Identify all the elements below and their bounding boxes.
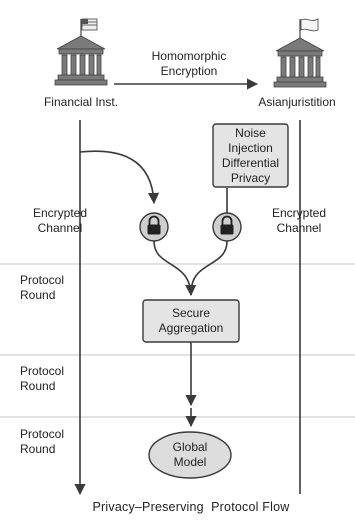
round-1-line-1: Protocol <box>20 273 65 287</box>
noise-box-shape <box>212 123 289 188</box>
noise-line-2: Differential <box>221 155 280 170</box>
noise-line-1: Noise Injection <box>228 125 273 155</box>
round-3-line-2: Round <box>20 442 56 456</box>
homomorphic-line-2: Encryption <box>160 64 218 78</box>
homomorphic-line-1: Homomorphic <box>151 49 227 63</box>
global-model-line-2: Model <box>173 455 207 469</box>
right-channel-line-2: Channel <box>276 221 322 235</box>
left-channel-line-1: Encrypted <box>32 206 88 220</box>
round-2-line-1: Protocol <box>20 364 65 378</box>
round-3-line-1: Protocol <box>20 427 65 441</box>
round-2-line-2: Round <box>20 379 56 393</box>
global-model-shape <box>148 431 232 479</box>
left-party-label: Financial Inst. <box>43 95 119 109</box>
merge-curve-right <box>190 240 228 293</box>
protocol-round-label: Protocol Round <box>2 427 88 457</box>
right-channel-line-1: Encrypted <box>271 206 327 220</box>
left-channel-arrow <box>79 150 160 205</box>
global-model-line-1: Global <box>172 440 208 454</box>
bank-icon <box>54 18 108 86</box>
lock-icon <box>139 212 169 242</box>
lock-icon <box>212 212 242 242</box>
left-channel-line-2: Channel <box>37 221 83 235</box>
diagram-caption: Privacy–Preserving Protocol Flow <box>92 500 290 514</box>
protocol-round-label: Protocol Round <box>2 364 88 394</box>
merge-curve-left <box>153 240 197 297</box>
right-channel-label: Encrypted Channel <box>256 206 342 236</box>
aggregation-line-2: Aggregation <box>158 321 224 335</box>
protocol-round-label: Protocol Round <box>2 273 88 303</box>
aggregation-line-1: Secure <box>171 306 211 320</box>
right-party-label: Asianjuristition <box>258 95 336 109</box>
noise-line-3: Privacy <box>230 170 271 185</box>
noise-injection-box: Noise Injection Differential Privacy <box>213 124 288 187</box>
left-channel-label: Encrypted Channel <box>18 206 102 236</box>
homomorphic-label: Homomorphic Encryption <box>120 49 258 79</box>
global-model-node: Global Model <box>149 432 231 478</box>
flag-icon <box>81 18 98 31</box>
round-1-line-2: Round <box>20 288 56 302</box>
bank-icon <box>273 18 327 88</box>
flag-icon <box>300 18 319 32</box>
secure-aggregation-box: Secure Aggregation <box>143 300 239 342</box>
